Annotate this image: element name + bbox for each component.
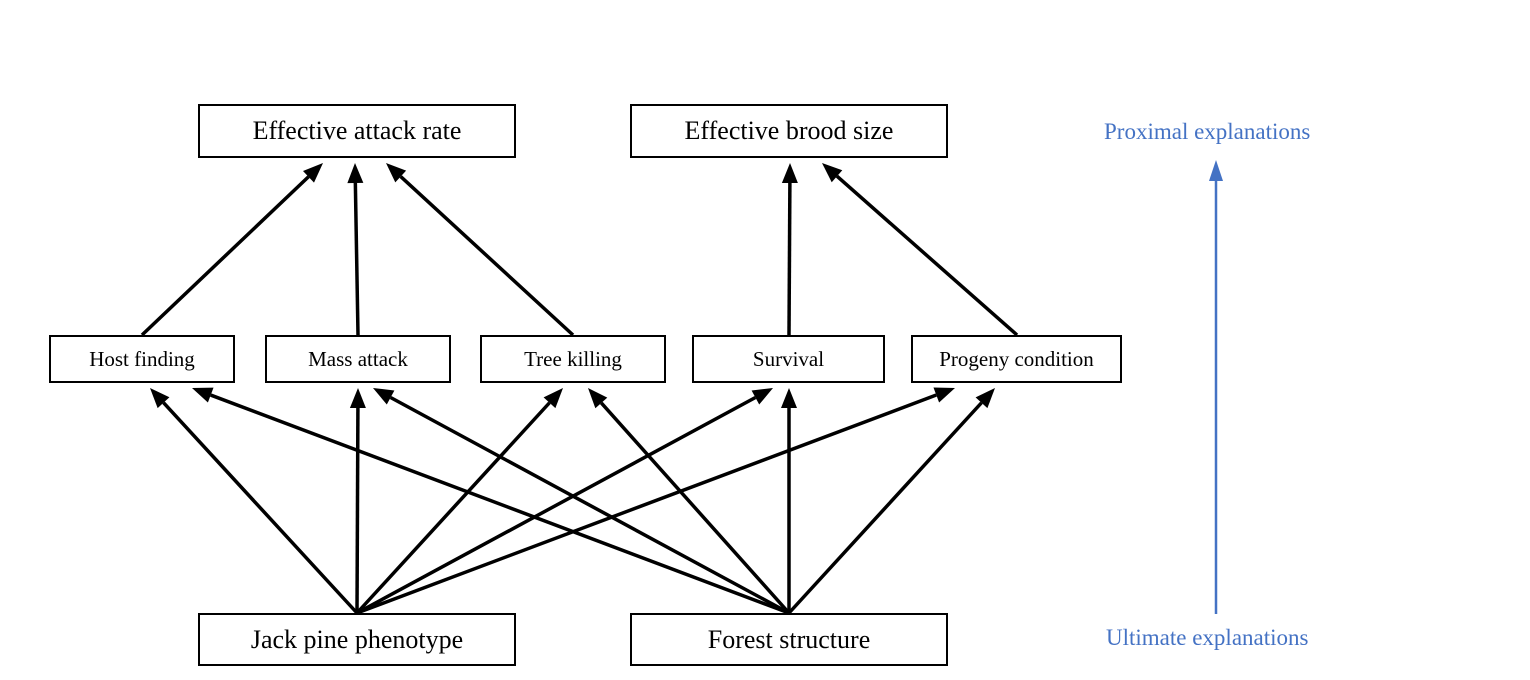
edge-jack-to-prog: [356, 393, 937, 615]
edge-prog-to-brood: [835, 174, 1019, 337]
edge-host-to-attack-head: [302, 163, 323, 183]
proximal-explanations-label: Proximal explanations: [1104, 119, 1311, 144]
edge-forest-to-host: [210, 393, 790, 615]
edge-jack-to-surv-head: [751, 388, 773, 405]
edge-jack-to-host: [162, 401, 359, 615]
edge-forest-to-tree: [600, 401, 791, 615]
node-survival: Survival: [692, 335, 885, 383]
edge-forest-to-host-head: [192, 387, 214, 403]
node-effective-attack-rate: Effective attack rate: [198, 104, 516, 158]
edge-forest-to-surv-head: [781, 388, 797, 408]
edge-forest-to-prog: [787, 401, 983, 615]
edge-prog-to-brood-head: [822, 163, 843, 183]
edge-surv-to-brood: [787, 182, 792, 336]
edge-mass-to-attack: [353, 182, 360, 336]
edge-surv-to-brood-head: [781, 163, 798, 184]
edge-jack-to-mass-head: [349, 388, 366, 409]
edge-jack-to-tree-head: [543, 388, 563, 409]
node-forest-structure: Forest structure: [630, 613, 948, 666]
edge-mass-to-attack-head: [347, 163, 364, 184]
edge-jack-to-prog-head: [933, 387, 955, 403]
node-tree-killing: Tree killing: [480, 335, 666, 383]
edge-jack-to-surv: [356, 395, 757, 615]
explanation-scale-arrowhead: [1209, 160, 1223, 181]
edge-tree-to-attack: [399, 175, 575, 337]
node-host-finding: Host finding: [49, 335, 235, 383]
ultimate-explanations-label: Ultimate explanations: [1106, 625, 1309, 650]
edge-tree-to-attack-head: [386, 163, 407, 183]
edge-jack-to-mass: [355, 407, 360, 614]
node-progeny-condition: Progeny condition: [911, 335, 1122, 383]
node-mass-attack: Mass attack: [265, 335, 451, 383]
edge-forest-to-mass-head: [373, 388, 395, 405]
edge-forest-to-tree-head: [588, 388, 608, 409]
node-effective-brood-size: Effective brood size: [630, 104, 948, 158]
edge-forest-to-mass: [389, 395, 790, 615]
edge-host-to-attack: [140, 175, 310, 337]
node-jack-pine-phenotype: Jack pine phenotype: [198, 613, 516, 666]
edge-jack-to-host-head: [150, 388, 170, 409]
edge-forest-to-prog-head: [975, 388, 995, 409]
edge-jack-to-tree: [355, 401, 551, 615]
